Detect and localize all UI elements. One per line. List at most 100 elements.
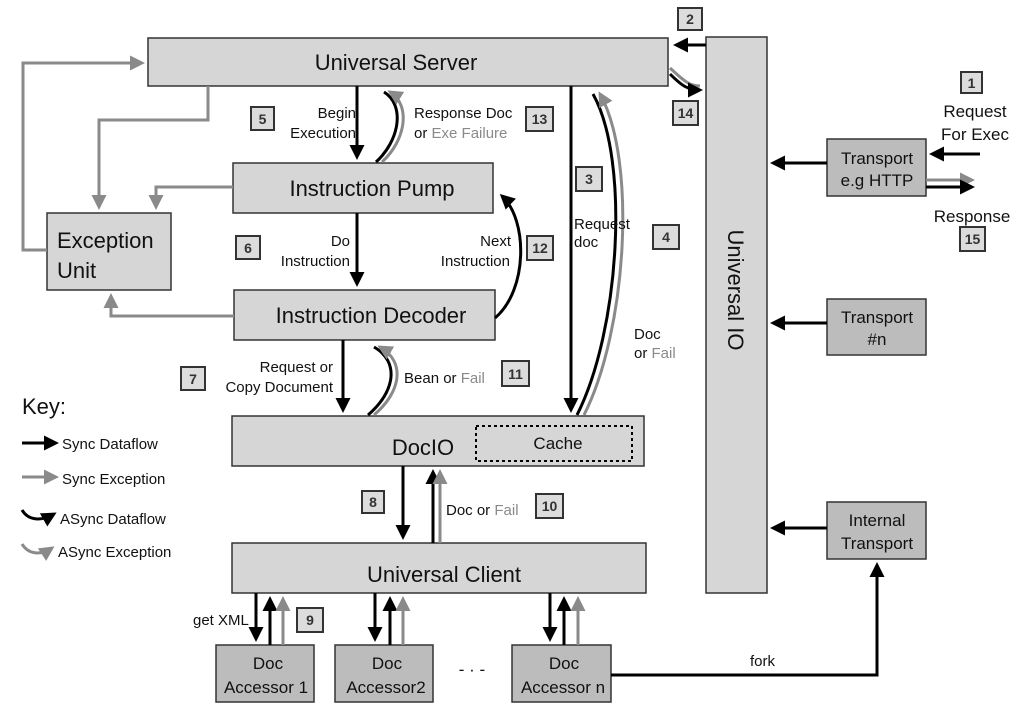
doc-accessor-2-label-2: Accessor2 [346, 678, 425, 697]
next-instruction-label-2: Instruction [441, 253, 510, 270]
response-label: Response [934, 207, 1011, 226]
cache-region [475, 425, 633, 462]
step-badge-3: 3 [575, 166, 603, 192]
svg-text:8: 8 [369, 494, 377, 510]
bean-fail-async-arrow [373, 345, 399, 417]
svg-text:10: 10 [542, 498, 558, 514]
step-badge-7: 7 [180, 366, 206, 391]
legend-async-dataflow-label: ASync Dataflow [60, 511, 166, 528]
svg-text:15: 15 [965, 231, 981, 247]
internal-transport-box: Internal Transport [826, 501, 927, 560]
internal-transport-label-2: Transport [841, 534, 913, 553]
svg-text:4: 4 [662, 229, 670, 245]
step-badge-5: 5 [250, 106, 275, 131]
legend-async-exception-icon [20, 543, 55, 561]
step-badges: 1 2 3 4 5 6 7 8 9 10 11 12 13 14 15 [180, 7, 986, 633]
pump-exception-arrow [148, 185, 233, 210]
step-badge-14: 14 [672, 100, 699, 126]
universal-server-label: Universal Server [315, 50, 478, 75]
request-for-exec-label-1: Request [943, 102, 1007, 121]
step-badge-11: 11 [501, 360, 530, 387]
server-exception-arrow [91, 86, 210, 210]
instruction-decoder-box: Instruction Decoder [233, 289, 496, 341]
server-to-io-arrow [668, 72, 703, 98]
request-doc-label-2: doc [574, 234, 599, 251]
fork-label: fork [750, 653, 776, 670]
docio-label: DocIO [392, 435, 454, 460]
doc-fail-async-arrow [582, 91, 625, 416]
doc-accessor-1-box: Doc Accessor 1 [215, 644, 315, 703]
doc-accessor-1-label-1: Doc [253, 654, 284, 673]
response-doc-or: or [414, 125, 432, 142]
step-badge-1: 1 [960, 71, 983, 94]
svg-text:13: 13 [532, 111, 548, 127]
next-instruction-arrow [494, 193, 523, 320]
bean-fail-text: Fail [461, 370, 485, 387]
step-badge-9: 9 [296, 607, 324, 633]
transport-http-box: Transport e.g HTTP [826, 138, 927, 197]
response-doc-async-arrow [374, 90, 399, 164]
exe-failure-text: Exe Failure [432, 125, 508, 142]
internal-transport-label-1: Internal [849, 511, 906, 530]
cache-label: Cache [533, 434, 582, 453]
request-for-exec-label-2: For Exec [941, 125, 1010, 144]
svg-text:7: 7 [189, 371, 197, 387]
svg-text:9: 9 [306, 612, 314, 628]
response-doc-label-2: or Exe Failure [414, 125, 507, 142]
transport-n-box: Transport #n [826, 298, 927, 356]
legend-async-exception-label: ASync Exception [58, 544, 171, 561]
doc-async-arrow [575, 93, 618, 416]
exception-paths [21, 55, 234, 318]
universal-io-box: Universal IO [705, 36, 768, 594]
exception-unit-label-1: Exception [57, 228, 154, 253]
transport-n-label-1: Transport [841, 308, 913, 327]
doc-accessor-n-box: Doc Accessor n [511, 644, 612, 703]
doc-accessor-n-label-2: Accessor n [521, 678, 605, 697]
doc-accessor-2-label-1: Doc [372, 654, 403, 673]
doc-accessor-1-label-2: Accessor 1 [224, 678, 308, 697]
instruction-pump-box: Instruction Pump [232, 162, 494, 214]
doc-fail-label-2: or Fail [634, 345, 676, 362]
universal-io-label: Universal IO [723, 229, 748, 350]
accessor-arrows [248, 593, 586, 645]
svg-text:6: 6 [244, 240, 252, 256]
step-badge-2: 2 [677, 7, 703, 31]
svg-text:3: 3 [585, 171, 593, 187]
client-doc-or-text: Doc or [446, 502, 494, 519]
svg-text:2: 2 [686, 11, 694, 27]
request-copy-label-1: Request or [260, 359, 333, 376]
exception-to-server-arrow [21, 55, 145, 252]
step-badge-10: 10 [535, 493, 564, 519]
bean-async-arrow [367, 345, 393, 417]
doc-accessor-n-label-1: Doc [549, 654, 580, 673]
transport-http-label-2: e.g HTTP [841, 171, 914, 190]
step-badge-4: 4 [652, 224, 680, 250]
step-badge-12: 12 [526, 235, 554, 261]
response-doc-label-1: Response Doc [414, 105, 513, 122]
exception-unit-box: Exception Unit [46, 212, 172, 291]
doc-or-text: or [634, 345, 652, 362]
begin-execution-label-1: Begin [318, 105, 356, 122]
step-badge-8: 8 [361, 490, 385, 514]
legend-title: Key: [22, 394, 66, 419]
next-instruction-label-1: Next [480, 233, 512, 250]
transport-http-label-1: Transport [841, 149, 913, 168]
svg-text:12: 12 [532, 240, 548, 256]
fork-arrow [611, 562, 885, 677]
request-doc-label-1: Request [574, 216, 631, 233]
instruction-decoder-label: Instruction Decoder [276, 303, 467, 328]
svg-text:1: 1 [968, 75, 976, 91]
universal-server-box: Universal Server [147, 37, 669, 87]
doc-accessor-2-box: Doc Accessor2 [334, 644, 434, 703]
client-doc-fail-label: Doc or Fail [446, 502, 519, 519]
legend-async-dataflow-icon [20, 509, 57, 527]
exception-unit-label-2: Unit [57, 258, 96, 283]
universal-client-box: Universal Client [231, 542, 647, 594]
legend-sync-dataflow-label: Sync Dataflow [62, 436, 158, 453]
universal-client-label: Universal Client [367, 562, 521, 587]
svg-text:14: 14 [678, 105, 694, 121]
svg-text:11: 11 [508, 366, 523, 382]
accessor-ellipsis: - · - [459, 660, 485, 679]
step-badge-6: 6 [235, 235, 261, 260]
